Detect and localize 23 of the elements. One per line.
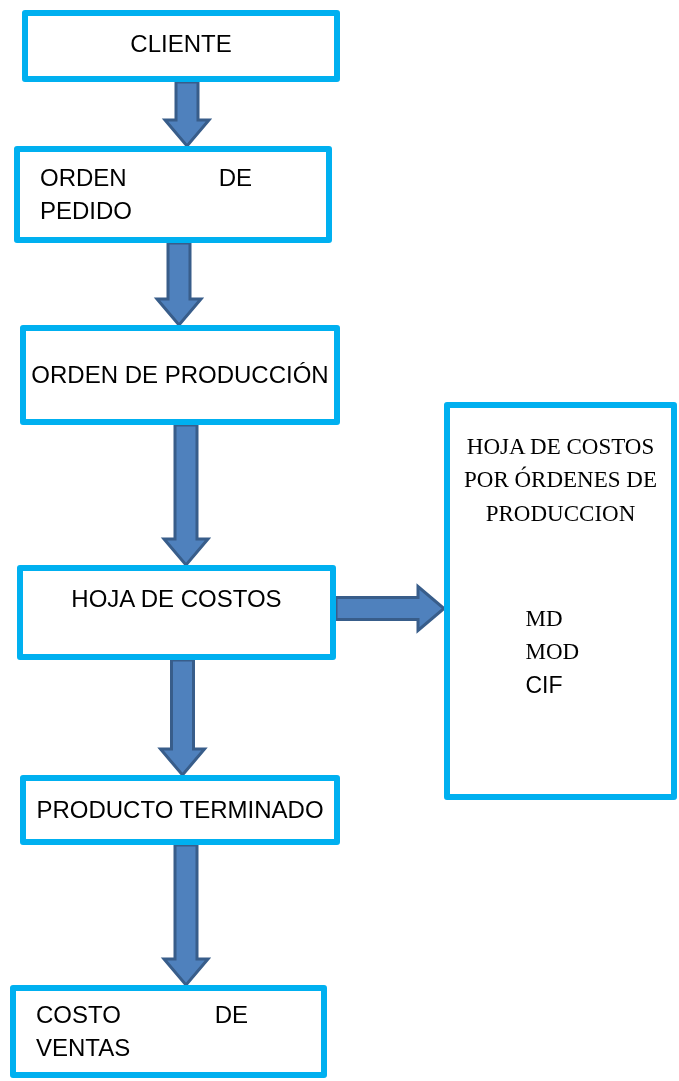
block-arrow xyxy=(153,241,205,328)
node-label: ORDEN DE PEDIDO xyxy=(40,163,252,226)
cost-item: CIF xyxy=(525,670,563,700)
process-box xyxy=(10,985,327,1078)
block-arrow xyxy=(334,583,447,634)
block-arrow xyxy=(160,843,212,988)
node-title: HOJA DE COSTOS POR ÓRDENES DE PRODUCCION xyxy=(463,433,658,528)
node-label: ORDEN DE PRODUCCIÓN xyxy=(31,359,329,390)
block-arrow xyxy=(160,423,212,568)
block-arrow xyxy=(161,80,213,149)
node-label: PRODUCTO TERMINADO xyxy=(36,794,324,825)
cost-item: MD xyxy=(525,605,563,634)
block-arrow xyxy=(157,658,208,778)
process-box xyxy=(22,10,340,82)
node-label: COSTO DE VENTAS xyxy=(36,1000,248,1063)
cost-item: MOD xyxy=(525,638,580,667)
process-box xyxy=(20,775,340,845)
process-box xyxy=(17,565,336,660)
process-box xyxy=(20,325,340,425)
node-label: HOJA DE COSTOS xyxy=(71,584,282,614)
process-box xyxy=(14,146,332,243)
node-label: CLIENTE xyxy=(130,29,232,59)
process-box xyxy=(444,402,677,800)
